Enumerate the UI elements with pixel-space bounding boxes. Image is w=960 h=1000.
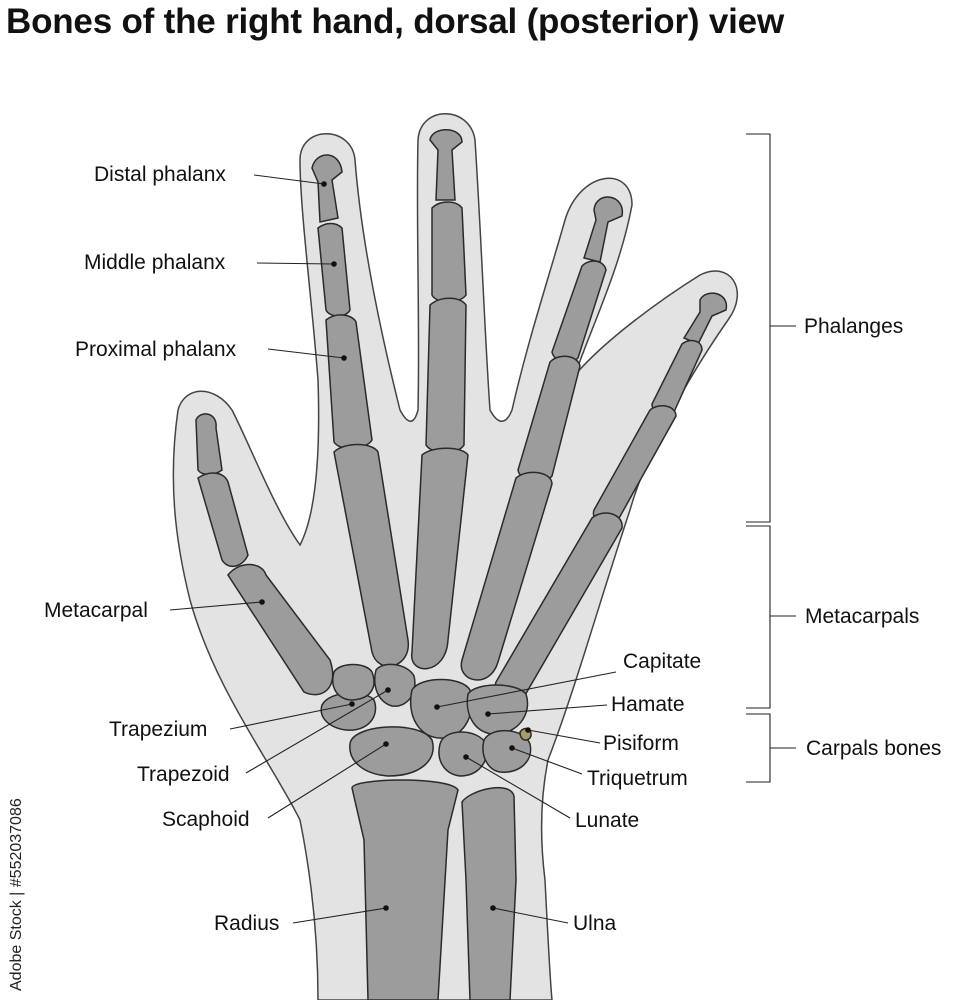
leader-scaphoid bbox=[267, 743, 387, 819]
label-hamate: Hamate bbox=[611, 693, 685, 716]
label-scaphoid: Scaphoid bbox=[162, 808, 250, 831]
leader-ulna bbox=[492, 907, 569, 924]
leader-lunate bbox=[465, 756, 571, 819]
leader-radius bbox=[292, 907, 387, 924]
leader-distal-phalanx bbox=[253, 174, 325, 185]
label-trapezium: Trapezium bbox=[109, 718, 208, 741]
thumb-proximal-phalanx bbox=[197, 472, 249, 567]
label-capitate: Capitate bbox=[623, 650, 702, 673]
label-trapezoid: Trapezoid bbox=[137, 763, 230, 786]
label-triquetrum: Triquetrum bbox=[587, 767, 688, 790]
label-ulna: Ulna bbox=[573, 912, 617, 935]
label-middle-phalanx: Middle phalanx bbox=[84, 251, 226, 274]
leader-triquetrum bbox=[511, 747, 583, 775]
radius-bone bbox=[351, 779, 459, 1000]
ulna-bone bbox=[461, 787, 517, 1000]
index-proximal-phalanx bbox=[325, 314, 373, 450]
stock-watermark: Adobe Stock | #552037086 bbox=[6, 765, 30, 995]
thumb-distal-phalanx bbox=[195, 413, 223, 476]
leader-lines bbox=[169, 133, 796, 924]
scaphoid-bone bbox=[349, 726, 434, 777]
leader-dots bbox=[259, 181, 531, 911]
leader-metacarpal bbox=[169, 601, 263, 611]
label-pisiform: Pisiform bbox=[603, 732, 679, 755]
trapezoid-bone bbox=[332, 663, 375, 701]
label-distal-phalanx: Distal phalanx bbox=[94, 163, 226, 186]
ring-metacarpal bbox=[460, 471, 553, 681]
label-group-carpals: Carpals bones bbox=[806, 737, 942, 760]
index-metacarpal bbox=[333, 443, 409, 667]
watermark-text: Adobe Stock | #552037086 bbox=[8, 798, 25, 991]
index-distal-phalanx bbox=[311, 154, 343, 223]
bracket-metacarpals bbox=[746, 525, 796, 709]
leader-pisiform bbox=[527, 729, 601, 744]
label-lunate: Lunate bbox=[575, 809, 640, 832]
index-middle-phalanx bbox=[317, 222, 351, 317]
ring-middle-phalanx bbox=[551, 260, 607, 364]
middle-metacarpal bbox=[411, 447, 469, 670]
middle-distal-phalanx bbox=[429, 129, 463, 201]
middle-middle-phalanx bbox=[431, 201, 467, 303]
middle-proximal-phalanx bbox=[425, 297, 467, 454]
leader-proximal-phalanx bbox=[267, 348, 345, 359]
leader-trapezium bbox=[229, 703, 353, 730]
leader-hamate bbox=[487, 704, 608, 715]
triquetrum-bone bbox=[482, 729, 532, 773]
label-group-phalanges: Phalanges bbox=[804, 315, 904, 338]
lunate-bone bbox=[438, 731, 488, 777]
diagram-title: Bones of the right hand, dorsal (posteri… bbox=[6, 2, 784, 41]
leader-trapezoid bbox=[245, 689, 389, 774]
capitate-bone bbox=[409, 678, 473, 739]
thumb-metacarpal bbox=[227, 563, 334, 696]
label-radius: Radius bbox=[214, 912, 280, 935]
label-proximal-phalanx: Proximal phalanx bbox=[75, 338, 237, 361]
label-group-metacarpals: Metacarpals bbox=[805, 605, 920, 628]
bracket-carpals bbox=[746, 713, 796, 783]
label-metacarpal: Metacarpal bbox=[44, 599, 148, 622]
bones bbox=[195, 129, 728, 1000]
leader-capitate bbox=[436, 671, 617, 708]
leader-middle-phalanx bbox=[256, 262, 335, 265]
bracket-phalanges bbox=[746, 133, 796, 523]
hamate-bone bbox=[466, 684, 529, 735]
